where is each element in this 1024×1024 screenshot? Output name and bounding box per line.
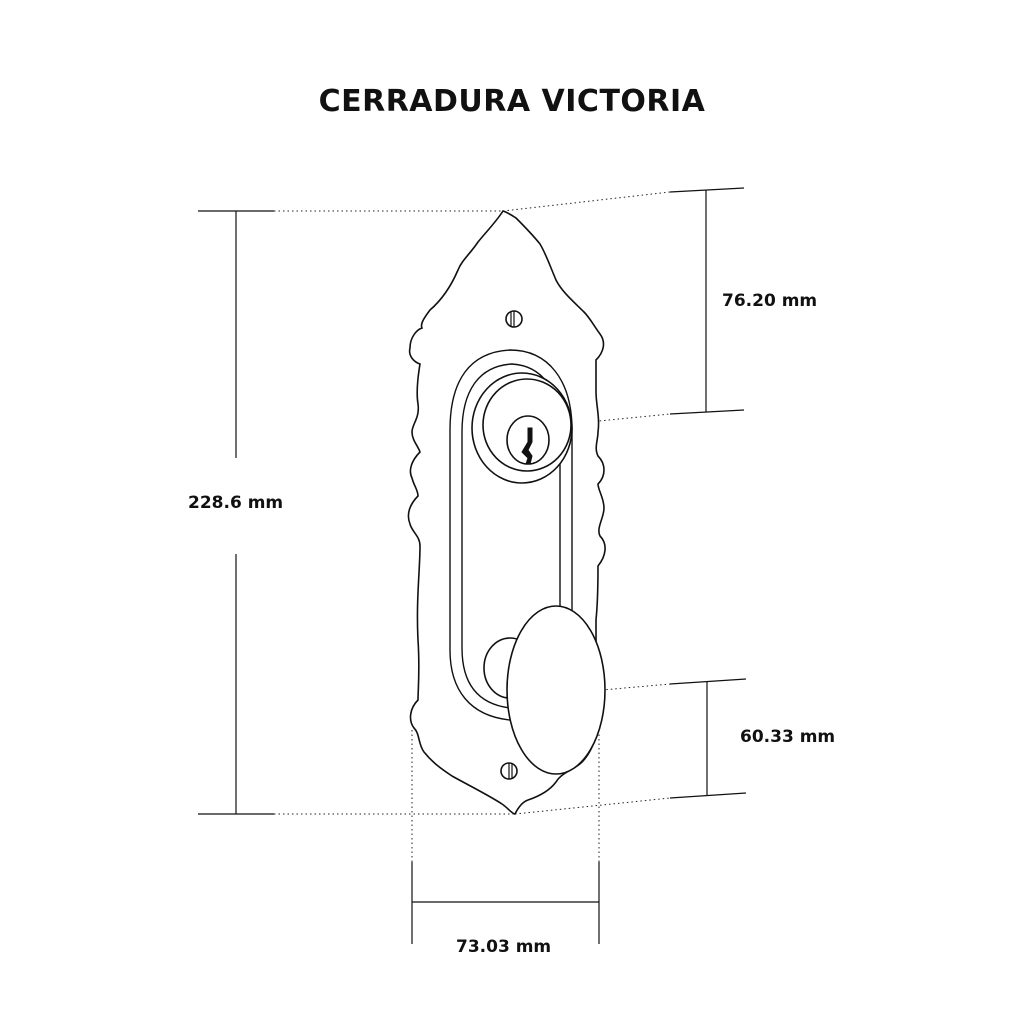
knob-bottom-dimension — [514, 678, 747, 815]
width-dimension — [411, 730, 600, 944]
cylinder-rose — [471, 372, 573, 484]
keyhole-icon — [521, 427, 533, 465]
top-keyhole-label: 76.20 mm — [722, 291, 818, 311]
total-height-label: 228.6 mm — [188, 493, 284, 513]
diagram-title: CERRADURA VICTORIA — [318, 84, 706, 119]
top-screw-icon — [505, 310, 523, 328]
plate-width-label: 73.03 mm — [456, 937, 552, 957]
total-height-dimension — [198, 210, 515, 815]
bottom-screw-icon — [500, 762, 518, 780]
knob-bottom-label: 60.33 mm — [740, 727, 836, 747]
knob — [506, 605, 606, 775]
